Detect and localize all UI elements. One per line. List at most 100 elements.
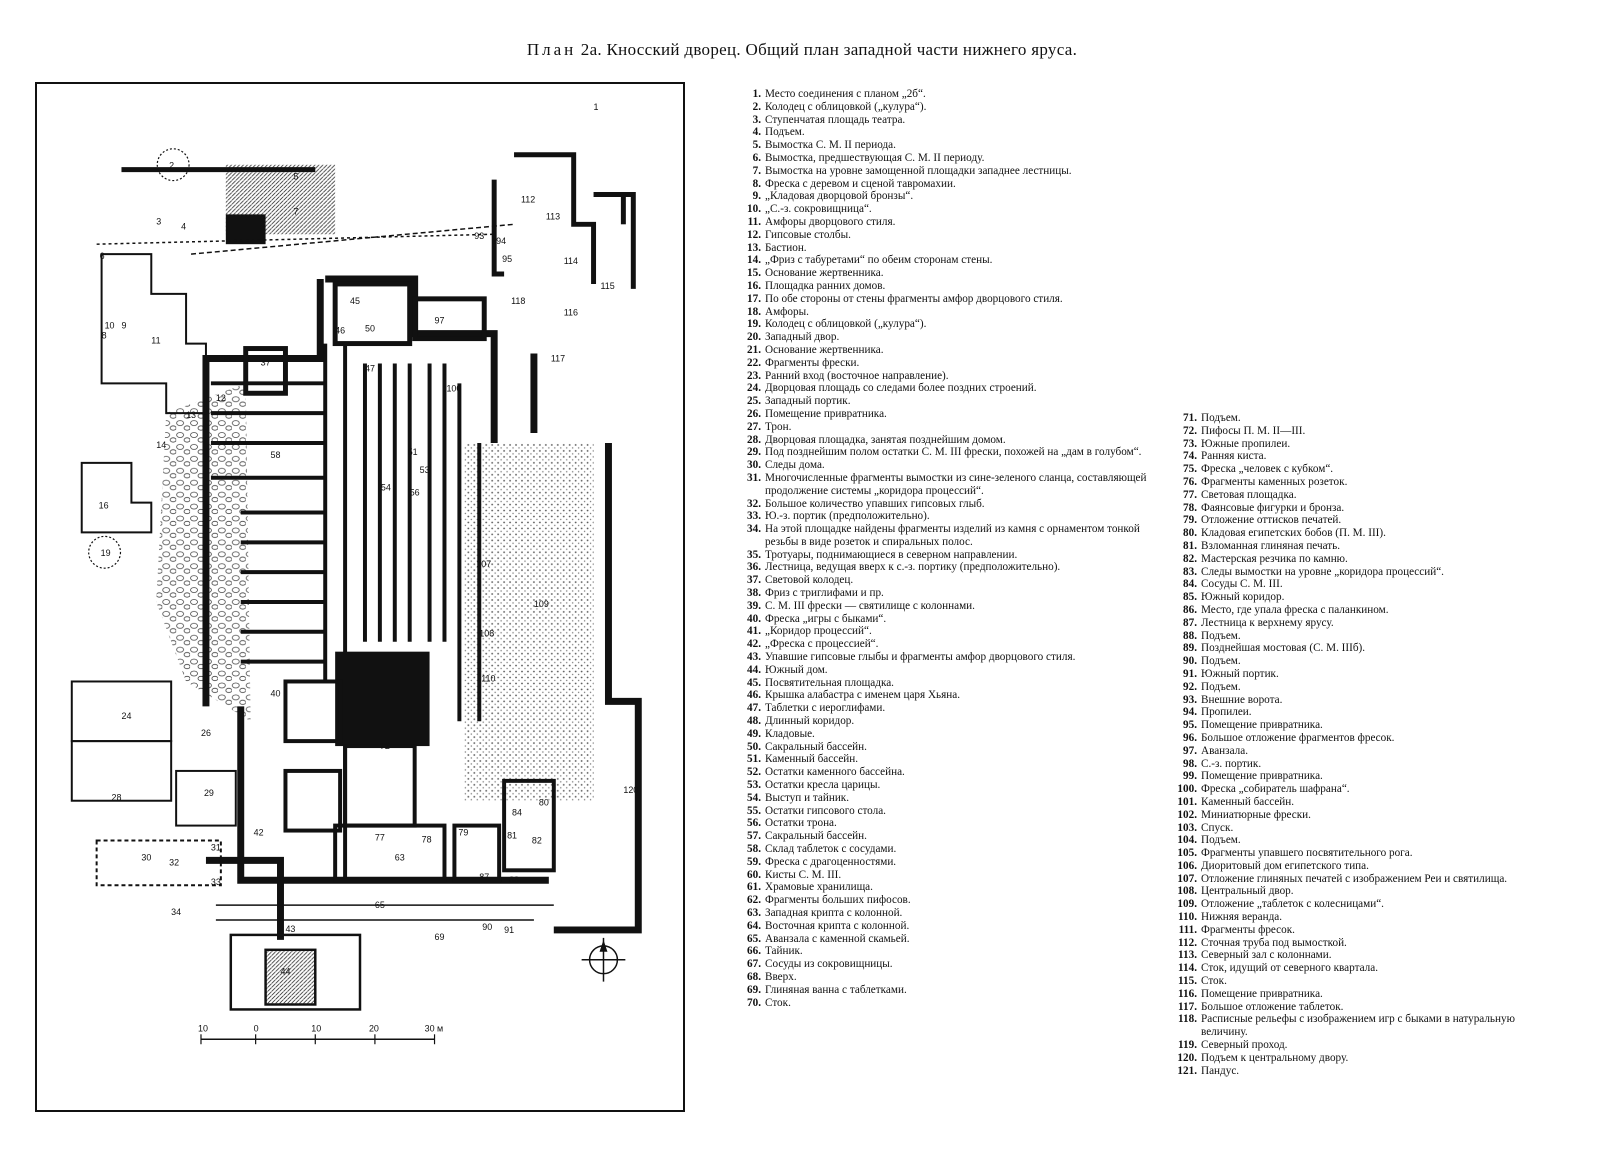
legend-item-text: Каменный бассейн. bbox=[1201, 795, 1295, 808]
legend-item-number: 76. bbox=[1183, 475, 1197, 488]
legend-item-number: 3. bbox=[752, 113, 761, 126]
legend-item-text: Фаянсовые фигурки и бронза. bbox=[1201, 501, 1345, 514]
legend-item: 46.Крышка алабастра с именем царя Хьяна. bbox=[735, 689, 1155, 702]
legend-item: 22.Фрагменты фрески. bbox=[735, 357, 1155, 370]
legend-item: 84.Сосуды С. М. III. bbox=[1163, 578, 1563, 591]
legend-item: 55.Остатки гипсового стола. bbox=[735, 805, 1155, 818]
legend-item-text: Фрагменты каменных розеток. bbox=[1201, 475, 1348, 488]
legend-item-number: 108. bbox=[1177, 885, 1197, 898]
legend-item-number: 18. bbox=[747, 305, 761, 318]
room-number-label: 9 bbox=[121, 321, 126, 331]
room-number-label: 3 bbox=[156, 216, 161, 226]
legend-item-text: Кладовая египетских бобов (П. М. III). bbox=[1201, 527, 1386, 540]
legend-item-text: Склад таблеток с сосудами. bbox=[765, 843, 897, 856]
room-number-label: 87 bbox=[479, 872, 489, 882]
legend-item: 60.Кисты С. М. III. bbox=[735, 869, 1155, 882]
legend-item-text: Гипсовые столбы. bbox=[765, 228, 851, 241]
legend-item: 62.Фрагменты больших пифосов. bbox=[735, 894, 1155, 907]
room-number-label: 26 bbox=[201, 728, 211, 738]
legend-item-number: 99. bbox=[1183, 770, 1197, 783]
legend-item-text: Амфоры дворцового стиля. bbox=[765, 215, 896, 228]
room-number-label: 12 bbox=[216, 393, 226, 403]
legend-item-text: Отложение „таблеток с колесницами“. bbox=[1201, 898, 1384, 911]
legend-item: 5.Вымостка С. М. II периода. bbox=[735, 139, 1155, 152]
legend-item-text: Тайник. bbox=[765, 945, 803, 958]
legend-item: 56.Остатки трона. bbox=[735, 817, 1155, 830]
room-number-label: 30 bbox=[141, 852, 151, 862]
room-number-label: 36 bbox=[221, 353, 231, 363]
room-number-label: 81 bbox=[507, 831, 517, 841]
legend-item: 73.Южные пропилеи. bbox=[1163, 438, 1563, 451]
legend-item-text: Помещение привратника. bbox=[1201, 770, 1323, 783]
legend-item: 119.Северный проход. bbox=[1163, 1039, 1563, 1052]
legend-item-text: Сточная труба под вымосткой. bbox=[1201, 936, 1347, 949]
room-number-label: 120 bbox=[623, 785, 638, 795]
room-number-label: 79 bbox=[458, 828, 468, 838]
legend-item: 66.Тайник. bbox=[735, 945, 1155, 958]
room-number-label: 54 bbox=[381, 483, 391, 493]
legend-item: 74.Ранняя киста. bbox=[1163, 450, 1563, 463]
legend-item-text: Крышка алабастра с именем царя Хьяна. bbox=[765, 689, 961, 702]
legend-item-number: 20. bbox=[747, 331, 761, 344]
room-number-label: 56 bbox=[410, 488, 420, 498]
scale-tick: 10 bbox=[311, 1023, 321, 1033]
room-number-label: 82 bbox=[532, 835, 542, 845]
legend-item-text: Фрагменты больших пифосов. bbox=[765, 894, 911, 907]
legend-item: 54.Выступ и тайник. bbox=[735, 792, 1155, 805]
legend-item-text: Основание жертвенника. bbox=[765, 267, 884, 280]
south-house bbox=[229, 933, 362, 1011]
legend-item-number: 36. bbox=[747, 561, 761, 574]
legend-item-text: „Коридор процессий“. bbox=[765, 625, 872, 638]
legend-item-text: Помещение привратника. bbox=[1201, 719, 1323, 732]
legend-item-number: 47. bbox=[747, 702, 761, 715]
legend-item-number: 50. bbox=[747, 740, 761, 753]
legend-item: 107.Отложение глиняных печатей с изображ… bbox=[1163, 873, 1563, 886]
legend-item-text: Подъем. bbox=[1201, 680, 1241, 693]
legend-item-number: 109. bbox=[1177, 898, 1197, 911]
legend-item-number: 87. bbox=[1183, 616, 1197, 629]
legend-item: 35.Тротуары, поднимающиеся в северном на… bbox=[735, 549, 1155, 562]
legend-item-number: 105. bbox=[1177, 847, 1197, 860]
legend-item-number: 21. bbox=[747, 343, 761, 356]
legend-item-number: 72. bbox=[1183, 424, 1197, 437]
legend-item-number: 74. bbox=[1183, 450, 1197, 463]
legend-item-number: 93. bbox=[1183, 693, 1197, 706]
legend-item: 41.„Коридор процессий“. bbox=[735, 625, 1155, 638]
legend-item-text: Отложение оттисков печатей. bbox=[1201, 514, 1342, 527]
room-number-label: 51 bbox=[408, 447, 418, 457]
room-number-label: 43 bbox=[285, 924, 295, 934]
legend-item-text: Фрагменты фрески. bbox=[765, 356, 860, 369]
legend-item-number: 69. bbox=[747, 983, 761, 996]
legend-item-text: Место, где упала фреска с паланкином. bbox=[1201, 603, 1389, 616]
room-number-label: 63 bbox=[395, 852, 405, 862]
legend-item-number: 106. bbox=[1177, 859, 1197, 872]
legend-item-number: 84. bbox=[1183, 578, 1197, 591]
legend-item: 98.С.-з. портик. bbox=[1163, 758, 1563, 771]
room-number-label: 115 bbox=[601, 281, 615, 291]
legend-item-number: 115. bbox=[1178, 975, 1197, 988]
legend-item-text: Фриз с триглифами и пр. bbox=[765, 587, 884, 600]
well-kulura-west bbox=[88, 535, 122, 569]
legend-item-number: 7. bbox=[752, 164, 761, 177]
legend-item-number: 79. bbox=[1183, 514, 1197, 527]
legend-item-number: 37. bbox=[747, 574, 761, 587]
legend-item-number: 58. bbox=[747, 843, 761, 856]
legend-item-number: 120. bbox=[1177, 1051, 1197, 1064]
legend-item: 95.Помещение привратника. bbox=[1163, 719, 1563, 732]
legend-item-text: Таблетки с иероглифами. bbox=[765, 702, 886, 715]
legend-item-text: Колодец с облицовкой („кулура“). bbox=[765, 100, 927, 113]
legend-item-number: 49. bbox=[747, 727, 761, 740]
legend-item: 3.Ступенчатая площадь театра. bbox=[735, 114, 1155, 127]
legend-item-text: Длинный коридор. bbox=[765, 715, 855, 728]
legend-item-text: Большое отложение фрагментов фресок. bbox=[1201, 731, 1395, 744]
legend-item: 88.Подъем. bbox=[1163, 630, 1563, 643]
legend-item: 116.Помещение привратника. bbox=[1163, 988, 1563, 1001]
room-number-label: 58 bbox=[271, 450, 281, 460]
legend-item-text: Выступ и тайник. bbox=[765, 791, 850, 804]
legend-item: 51.Каменный бассейн. bbox=[735, 753, 1155, 766]
legend-item: 9.„Кладовая дворцовой бронзы“. bbox=[735, 190, 1155, 203]
north-walls bbox=[121, 152, 636, 289]
legend-item: 75.Фреска „человек с кубком“. bbox=[1163, 463, 1563, 476]
legend-item: 87.Лестница к верхнему ярусу. bbox=[1163, 617, 1563, 630]
legend-item-number: 100. bbox=[1177, 783, 1197, 796]
